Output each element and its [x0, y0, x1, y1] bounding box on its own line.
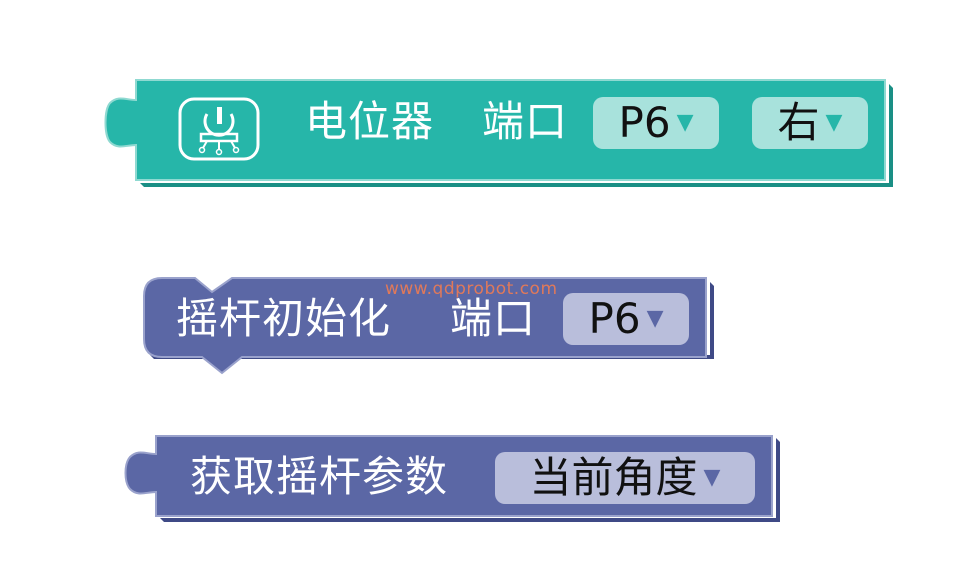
- joystick-init-port-dropdown[interactable]: P6 ▼: [563, 293, 689, 345]
- potentiometer-side-value: 右: [777, 98, 820, 147]
- potentiometer-label: 电位器: [305, 97, 435, 146]
- chevron-down-icon: ▼: [676, 110, 694, 135]
- chevron-down-icon: ▼: [703, 465, 721, 490]
- potentiometer-side-dropdown[interactable]: 右 ▼: [752, 97, 868, 149]
- chevron-down-icon: ▼: [825, 110, 843, 135]
- potentiometer-port-label: 端口: [482, 97, 569, 146]
- joystick-init-port-value: P6: [588, 294, 641, 343]
- potentiometer-port-value: P6: [618, 98, 671, 147]
- watermark-text: www.qdprobot.com: [385, 279, 558, 299]
- potentiometer-icon: [177, 96, 261, 166]
- chevron-down-icon: ▼: [646, 306, 664, 331]
- joystick-init-label: 摇杆初始化: [176, 294, 392, 343]
- joystick-param-dropdown[interactable]: 当前角度 ▼: [495, 452, 755, 504]
- joystick-init-port-label: 端口: [450, 294, 537, 343]
- potentiometer-port-dropdown[interactable]: P6 ▼: [593, 97, 719, 149]
- joystick-param-value: 当前角度: [529, 453, 698, 502]
- joystick-param-label: 获取摇杆参数: [190, 452, 449, 501]
